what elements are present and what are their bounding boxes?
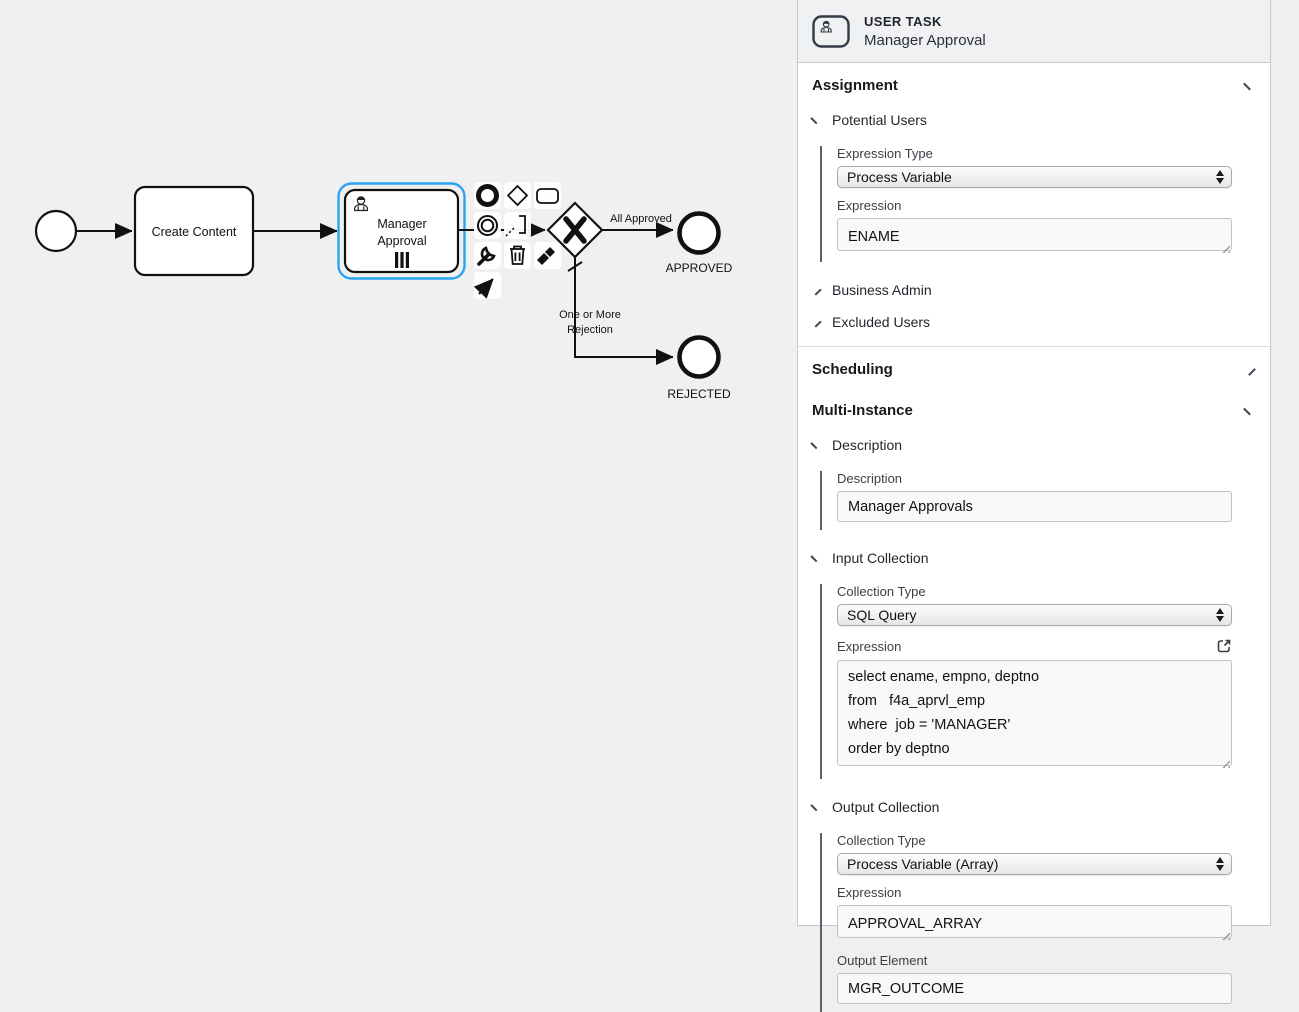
- task-create-content[interactable]: Create Content: [133, 185, 255, 277]
- group-potential-users[interactable]: Potential Users: [798, 104, 1270, 136]
- user-task-icon: [812, 14, 850, 48]
- section-title: Scheduling: [812, 361, 893, 378]
- end-event-approved[interactable]: APPROVED: [666, 211, 733, 276]
- chevron-down-icon: [810, 112, 822, 125]
- append-gateway-icon[interactable]: [506, 184, 529, 207]
- element-title: Manager Approval: [864, 31, 986, 49]
- field-label: Collection Type: [837, 584, 926, 599]
- group-excluded-users[interactable]: Excluded Users: [798, 306, 1270, 338]
- group-title: Excluded Users: [832, 314, 931, 330]
- exclusive-gateway[interactable]: [546, 201, 604, 259]
- group-title: Business Admin: [832, 282, 932, 298]
- field-label: Expression: [837, 885, 902, 900]
- group-title: Potential Users: [832, 112, 927, 128]
- brush-icon[interactable]: [537, 247, 555, 265]
- chevron-down-icon: [810, 799, 822, 812]
- field-label: Output Element: [837, 953, 928, 968]
- field-label: Collection Type: [837, 833, 926, 848]
- group-output-collection[interactable]: Output Collection: [798, 791, 1270, 823]
- resize-handle-icon[interactable]: [1221, 244, 1230, 253]
- section-scheduling[interactable]: Scheduling: [798, 346, 1270, 388]
- properties-panel: USER TASK Manager Approval Assignment Po…: [797, 0, 1271, 1012]
- group-body: Expression Type Process Variable Express…: [820, 146, 1232, 262]
- chevron-right-icon: [810, 316, 822, 328]
- task-label-line1: Manager: [377, 217, 426, 231]
- group-title: Input Collection: [832, 550, 929, 566]
- context-pad: [474, 182, 561, 299]
- flow-label-line2: Rejection: [567, 324, 613, 336]
- chevron-right-icon: [810, 284, 822, 296]
- wrench-icon[interactable]: [477, 246, 496, 266]
- group-body: Collection Type Process Variable (Array)…: [820, 833, 1232, 1012]
- field-label: Expression: [837, 638, 902, 654]
- section-assignment[interactable]: Assignment: [798, 63, 1270, 104]
- popout-icon[interactable]: [1216, 638, 1232, 654]
- task-manager-approval[interactable]: Manager Approval: [343, 188, 460, 274]
- select-spinner-icon: [1216, 857, 1224, 871]
- text-annotation-icon[interactable]: [505, 215, 526, 237]
- group-body: Collection Type SQL Query Expression sel…: [820, 584, 1232, 779]
- output-expression-textarea[interactable]: APPROVAL_ARRAY: [837, 905, 1232, 938]
- field-label: Expression: [837, 198, 902, 213]
- element-type-label: USER TASK: [864, 13, 942, 29]
- append-task-icon[interactable]: [536, 188, 559, 204]
- flow-label: All Approved: [610, 213, 672, 225]
- chevron-down-icon: [810, 437, 822, 450]
- select-spinner-icon: [1216, 608, 1224, 622]
- field-label: Description: [837, 471, 903, 486]
- chevron-right-icon: [1243, 363, 1256, 376]
- end-event-label: REJECTED: [667, 387, 731, 401]
- collection-type-select[interactable]: Process Variable (Array): [837, 853, 1232, 875]
- start-event[interactable]: [34, 209, 78, 253]
- default-flow-marker: [567, 261, 583, 272]
- select-value: Process Variable: [847, 169, 952, 185]
- user-icon: [354, 196, 368, 212]
- task-label: Create Content: [152, 225, 237, 239]
- trash-icon[interactable]: [510, 245, 525, 265]
- connect-arrow-icon[interactable]: [479, 279, 494, 294]
- append-intermediate-event-icon[interactable]: [477, 215, 498, 236]
- end-event-label: APPROVED: [666, 261, 733, 275]
- section-title: Multi-Instance: [812, 402, 913, 419]
- section-title: Assignment: [812, 77, 898, 94]
- append-end-event-icon[interactable]: [476, 184, 499, 207]
- flow-rejection[interactable]: One or More Rejection: [559, 257, 673, 357]
- group-title: Description: [832, 437, 903, 453]
- bpmn-canvas[interactable]: Create Content Manager Approval: [0, 0, 797, 942]
- end-event-rejected[interactable]: REJECTED: [667, 335, 731, 402]
- panel-header: USER TASK Manager Approval: [798, 0, 1270, 63]
- section-multi-instance[interactable]: Multi-Instance: [798, 388, 1270, 429]
- multi-instance-marker: [395, 252, 409, 268]
- sql-expression-textarea[interactable]: select ename, empno, deptno from f4a_apr…: [837, 660, 1232, 766]
- collection-type-select[interactable]: SQL Query: [837, 604, 1232, 626]
- expression-textarea[interactable]: ENAME: [837, 218, 1232, 251]
- output-element-input[interactable]: [837, 973, 1232, 1004]
- select-value: SQL Query: [847, 607, 917, 623]
- group-body: Description: [820, 471, 1232, 530]
- group-input-collection[interactable]: Input Collection: [798, 542, 1270, 574]
- chevron-down-icon: [810, 550, 822, 563]
- resize-handle-icon[interactable]: [1221, 759, 1230, 768]
- group-description[interactable]: Description: [798, 429, 1270, 461]
- chevron-down-icon: [1243, 77, 1256, 91]
- group-title: Output Collection: [832, 799, 940, 815]
- chevron-down-icon: [1243, 402, 1256, 416]
- select-spinner-icon: [1216, 170, 1224, 184]
- field-label: Expression Type: [837, 146, 933, 161]
- group-business-admin[interactable]: Business Admin: [798, 274, 1270, 306]
- expression-type-select[interactable]: Process Variable: [837, 166, 1232, 188]
- select-value: Process Variable (Array): [847, 856, 999, 872]
- flow-label-line1: One or More: [559, 309, 621, 321]
- task-label-line2: Approval: [377, 234, 426, 248]
- description-input[interactable]: [837, 491, 1232, 522]
- flow-all-approved[interactable]: All Approved: [602, 213, 673, 230]
- resize-handle-icon[interactable]: [1221, 931, 1230, 940]
